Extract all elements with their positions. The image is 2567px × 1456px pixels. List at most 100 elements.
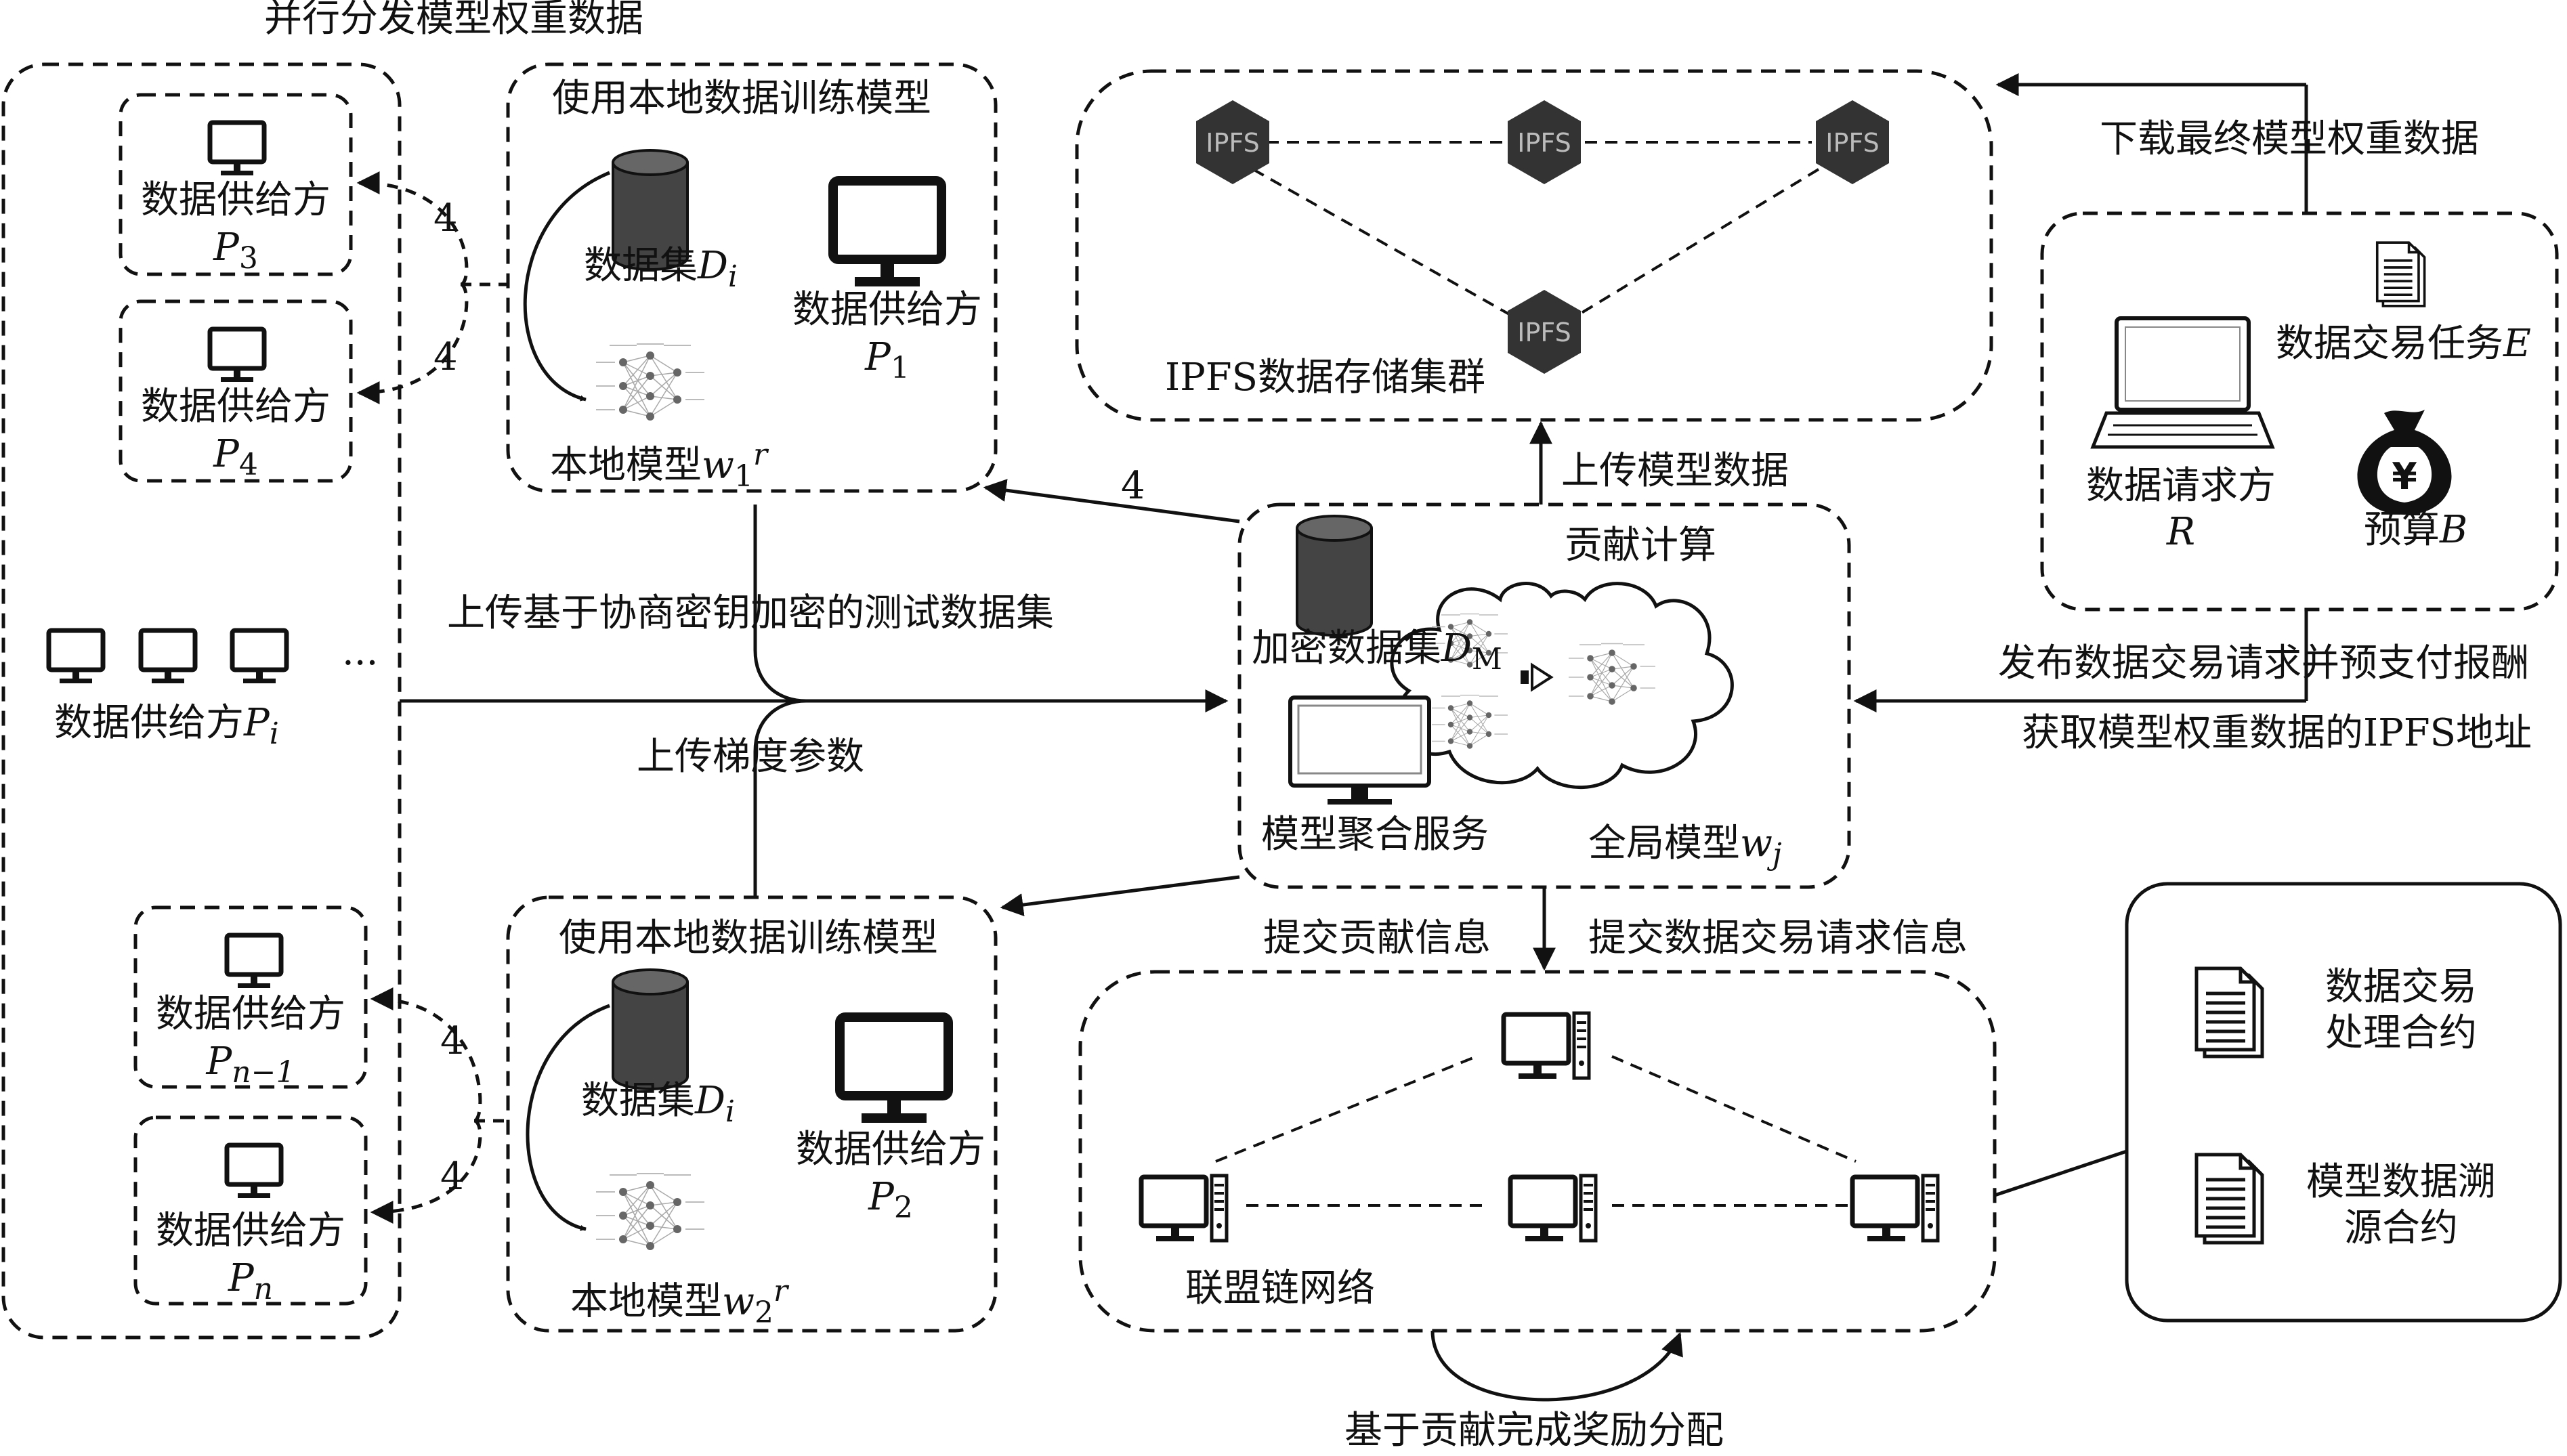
p2-upload-curve	[753, 699, 807, 752]
ipfs-link-3	[1252, 168, 1511, 316]
global-model-label: 全局模型wj	[1588, 821, 1782, 872]
reward-distribution-label: 基于贡献完成奖励分配	[1344, 1409, 1724, 1453]
monitor-icon	[49, 630, 103, 683]
p1-training-box	[506, 62, 998, 493]
chain-link-2	[1611, 1055, 1857, 1163]
step4-label: 4	[1121, 464, 1145, 508]
ipfs-node-icon	[1816, 100, 1889, 184]
download-final-label: 下载最终模型权重数据	[2100, 117, 2479, 161]
monitor-icon	[227, 935, 281, 988]
monitor-icon	[840, 1017, 948, 1123]
monitor-icon	[210, 329, 264, 382]
publish-request-label: 发布数据交易请求并预支付报酬	[1998, 641, 2529, 685]
distribute-to-p1-arrow	[983, 479, 1240, 523]
providers-group-box	[1, 62, 402, 1340]
p2-training-box	[506, 895, 998, 1333]
step4-arrow-p3	[356, 171, 469, 286]
chain-link-1	[1215, 1055, 1477, 1163]
provider-p3-symbol: P3	[213, 226, 258, 276]
provider-pn1-box	[133, 905, 368, 1089]
step4-label: 4	[433, 196, 458, 240]
requester-label: 数据请求方	[2086, 464, 2276, 508]
contract-document-icon	[2197, 1155, 2262, 1243]
step4-label: 4	[433, 335, 458, 379]
provider-p1-label: 数据供给方	[792, 288, 982, 332]
reward-curve-arrow	[1430, 1330, 1683, 1402]
neural-network-icon	[595, 1173, 705, 1251]
provider-p1-symbol: P1	[865, 335, 910, 386]
p2-training-title: 使用本地数据训练模型	[559, 916, 938, 960]
provider-p4-label: 数据供给方	[141, 385, 331, 429]
model-aggregation-label: 模型聚合服务	[1261, 813, 1489, 857]
aggregate-arrow-icon	[1521, 662, 1554, 692]
train-curve-arrow	[523, 171, 610, 402]
trace-contract-label-2: 源合约	[2344, 1206, 2458, 1250]
document-icon	[2375, 241, 2426, 307]
monitor-icon	[141, 630, 195, 683]
yen-symbol: ¥	[2392, 455, 2417, 498]
trace-contract-label: 模型数据溯	[2306, 1160, 2496, 1204]
provider-p2-label: 数据供给方	[796, 1128, 985, 1172]
laptop-icon	[2090, 316, 2275, 449]
budget-label: 预算B	[2364, 508, 2468, 552]
provider-p3-label: 数据供给方	[141, 178, 331, 222]
contracts-link-line	[1994, 1149, 2127, 1197]
provider-p4-box	[119, 299, 353, 483]
server-icon	[1504, 1013, 1589, 1079]
ipfs-cluster-label: IPFS数据存储集群	[1165, 356, 1486, 400]
monitor-icon	[232, 630, 287, 683]
server-icon	[1852, 1176, 1938, 1241]
consortium-chain-label: 联盟链网络	[1185, 1266, 1375, 1310]
dataset-label: 数据集Di	[581, 1079, 735, 1130]
server-icon	[1141, 1176, 1227, 1241]
server-monitor-icon	[1288, 695, 1431, 805]
monitor-icon	[227, 1145, 281, 1198]
train-curve-arrow	[526, 1004, 610, 1231]
server-icon	[1510, 1176, 1596, 1241]
ipfs-link-4	[1577, 168, 1820, 316]
dataset-label: 数据集Di	[584, 244, 738, 295]
consortium-chain-box	[1078, 970, 1997, 1333]
database-icon	[1296, 515, 1373, 637]
submit-contribution-label: 提交贡献信息	[1263, 916, 1491, 960]
provider-p3-box	[119, 93, 353, 276]
provider-p2-symbol: P2	[868, 1175, 913, 1226]
more-providers-ellipsis: ...	[342, 630, 379, 674]
ipfs-cluster-box	[1075, 69, 1993, 422]
monitor-icon	[833, 181, 941, 286]
ipfs-node-icon	[1508, 290, 1581, 374]
requester-symbol: R	[2166, 510, 2196, 554]
step4-arrow-pn1	[370, 987, 482, 1123]
submit-request-info-label: 提交数据交易请求信息	[1588, 916, 1968, 960]
upload-model-label: 上传模型数据	[1561, 449, 1789, 493]
trade-contract-label-2: 处理合约	[2325, 1011, 2477, 1055]
step4-arrow-pn	[370, 1119, 482, 1224]
contracts-box	[2125, 882, 2562, 1323]
provider-pn-symbol: Pn	[228, 1256, 274, 1307]
ipfs-node-icon	[1508, 100, 1581, 184]
upload-testset-label: 上传基于协商密钥加密的测试数据集	[447, 591, 1054, 635]
provider-pi-label: 数据供给方Pi	[54, 701, 279, 752]
get-ipfs-addr-label: 获取模型权重数据的IPFS地址	[2022, 711, 2532, 755]
contribution-calc-label: 贡献计算	[1565, 523, 1716, 568]
local-model-w1-label: 本地模型w1r	[550, 437, 767, 494]
database-icon	[612, 968, 689, 1090]
provider-pn-box	[133, 1115, 368, 1306]
provider-p4-symbol: P4	[213, 432, 258, 483]
provider-pn1-symbol: Pn−1	[206, 1040, 295, 1090]
monitor-icon	[210, 123, 264, 175]
step4-label: 4	[440, 1155, 465, 1199]
trade-task-label: 数据交易任务E	[2276, 322, 2531, 366]
encrypted-dataset-label: 加密数据集DM	[1252, 626, 1502, 677]
neural-network-icon	[595, 343, 705, 421]
money-bag-icon: ¥	[2357, 410, 2452, 515]
provider-pn-label: 数据供给方	[156, 1209, 345, 1253]
contract-document-icon	[2197, 968, 2262, 1056]
p1-training-title: 使用本地数据训练模型	[552, 77, 931, 121]
parallel-distribute-label: 并行分发模型权重数据	[264, 0, 643, 41]
local-model-w2-label: 本地模型w2r	[570, 1274, 788, 1330]
provider-pn1-label: 数据供给方	[156, 992, 345, 1036]
trade-contract-label: 数据交易	[2325, 965, 2477, 1009]
cloud-icon	[1390, 582, 1734, 789]
